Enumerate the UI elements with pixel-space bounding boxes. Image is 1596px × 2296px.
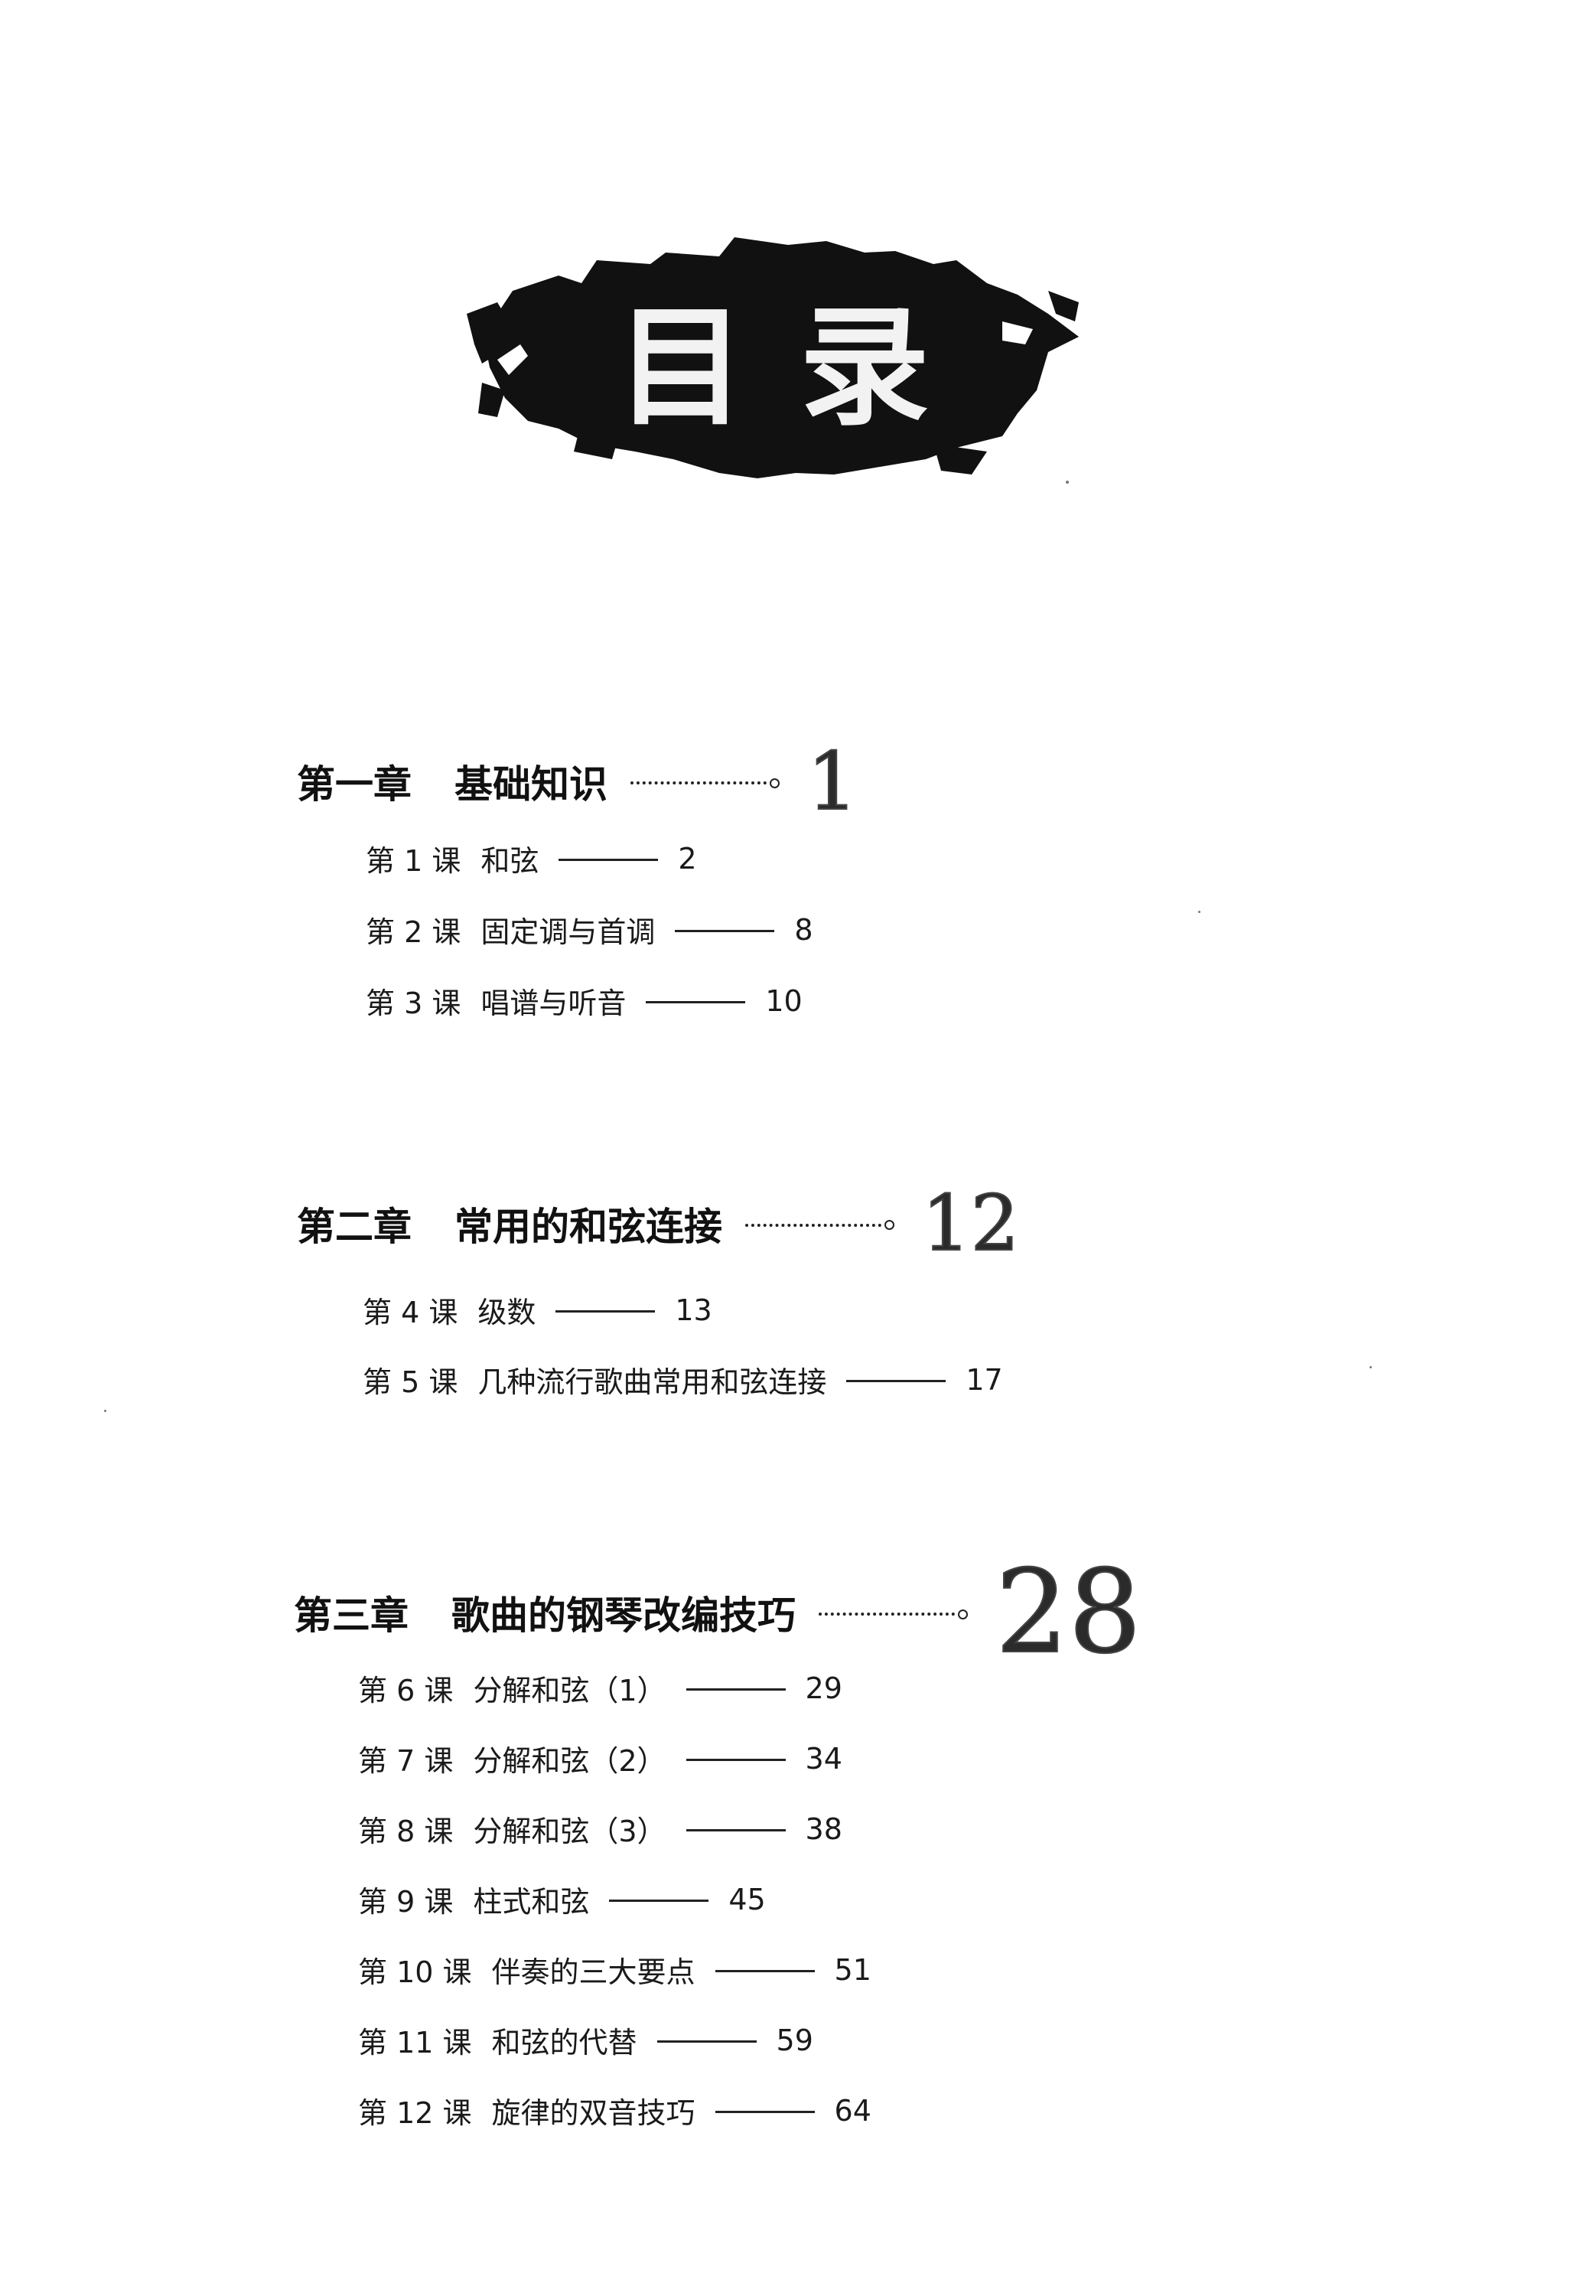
chapter-label: 第二章 [297,1204,412,1249]
lesson-title: 伴奏的三大要点 [491,1955,695,1989]
chapter-title: 常用的和弦连接 [454,1204,722,1249]
lesson-page-number: 29 [805,1671,842,1705]
lesson-title: 几种流行歌曲常用和弦连接 [477,1365,827,1399]
dash-leader [686,1759,786,1761]
scan-speck [1066,481,1069,484]
dash-leader [559,859,659,861]
dash-leader [656,2040,757,2043]
dash-leader [686,1688,786,1691]
dash-leader [555,1310,656,1313]
lesson-entry-5[interactable]: 第 5 课 几种流行歌曲常用和弦连接 17 [363,1358,1003,1401]
dash-leader [846,1380,946,1382]
lesson-entry-2[interactable]: 第 2 课 固定调与首调 8 [366,908,813,951]
lesson-title: 分解和弦（1） [473,1674,666,1707]
lesson-label: 第 12 课 [358,2096,472,2130]
lesson-label: 第 10 课 [358,1955,472,1989]
lesson-entry-9[interactable]: 第 9 课 柱式和弦 45 [358,1878,766,1920]
chapter-page-number: 1 [806,734,858,829]
lesson-title: 固定调与首调 [480,915,656,949]
chapter-entry-1[interactable]: 第一章 基础知识 1 [297,734,858,829]
lesson-title: 和弦的代替 [491,2026,637,2060]
lesson-entry-10[interactable]: 第 10 课 伴奏的三大要点 51 [358,1949,871,1991]
lesson-page-number: 59 [776,2023,813,2057]
lesson-page-number: 38 [805,1812,842,1846]
lesson-entry-12[interactable]: 第 12 课 旋律的双音技巧 64 [358,2089,871,2131]
lesson-entry-1[interactable]: 第 1 课 和弦 2 [366,837,697,879]
dash-leader [715,1970,815,1972]
toc-heading: 目录 [615,291,983,444]
chapter-title: 歌曲的钢琴改编技巧 [451,1593,796,1638]
dotted-leader [745,1223,881,1227]
lesson-entry-3[interactable]: 第 3 课 唱谱与听音 10 [366,980,803,1022]
chapter-page-number: 12 [921,1178,1020,1269]
lesson-title: 级数 [477,1296,536,1329]
lesson-label: 第 7 课 [358,1744,454,1778]
lesson-title: 分解和弦（3） [473,1815,666,1848]
lesson-entry-7[interactable]: 第 7 课 分解和弦（2） 34 [358,1737,842,1779]
leader-end-circle [770,778,780,788]
lesson-page-number: 45 [728,1882,766,1916]
dash-leader [609,1900,709,1902]
lesson-label: 第 2 课 [366,915,461,949]
lesson-label: 第 5 课 [363,1365,458,1399]
lesson-entry-11[interactable]: 第 11 课 和弦的代替 59 [358,2019,813,2061]
leader-end-circle [884,1220,894,1230]
lesson-page-number: 34 [805,1741,842,1776]
lesson-page-number: 2 [678,841,697,876]
lesson-page-number: 64 [834,2093,871,2128]
scan-speck [1198,911,1200,913]
lesson-entry-8[interactable]: 第 8 课 分解和弦（3） 38 [358,1808,842,1850]
toc-heading-block: 目录 [467,230,1079,482]
chapter-page-number: 28 [995,1545,1142,1680]
lesson-label: 第 6 课 [358,1674,454,1707]
lesson-title: 分解和弦（2） [473,1744,666,1778]
dash-leader [686,1829,786,1831]
lesson-label: 第 1 课 [366,844,461,878]
chapter-title: 基础知识 [454,762,607,807]
lesson-entry-6[interactable]: 第 6 课 分解和弦（1） 29 [358,1667,842,1709]
lesson-label: 第 11 课 [358,2026,472,2060]
lesson-title: 旋律的双音技巧 [491,2096,695,2130]
chapter-label: 第三章 [294,1593,409,1638]
chapter-label: 第一章 [297,762,412,807]
lesson-label: 第 8 课 [358,1815,454,1848]
scan-speck [104,1410,106,1412]
lesson-title: 唱谱与听音 [480,987,627,1020]
lesson-page-number: 51 [834,1952,871,1987]
dotted-leader [630,781,767,784]
lesson-title: 和弦 [480,844,539,878]
scan-speck [1370,1366,1372,1368]
chapter-entry-2[interactable]: 第二章 常用的和弦连接 12 [297,1178,1020,1269]
leader-end-circle [958,1609,968,1619]
lesson-title: 柱式和弦 [473,1885,590,1919]
dotted-leader [819,1613,955,1616]
ink-brush-background [467,237,1079,478]
dash-leader [675,930,775,932]
dash-leader [715,2111,815,2113]
chapter-entry-3[interactable]: 第三章 歌曲的钢琴改编技巧 28 [294,1545,1142,1680]
lesson-label: 第 9 课 [358,1885,454,1919]
lesson-label: 第 3 课 [366,987,461,1020]
dash-leader [646,1001,746,1003]
lesson-page-number: 13 [675,1293,712,1327]
lesson-page-number: 10 [765,983,803,1018]
lesson-page-number: 17 [966,1362,1003,1397]
lesson-entry-4[interactable]: 第 4 课 级数 13 [363,1289,712,1331]
lesson-label: 第 4 课 [363,1296,458,1329]
lesson-page-number: 8 [794,912,813,947]
